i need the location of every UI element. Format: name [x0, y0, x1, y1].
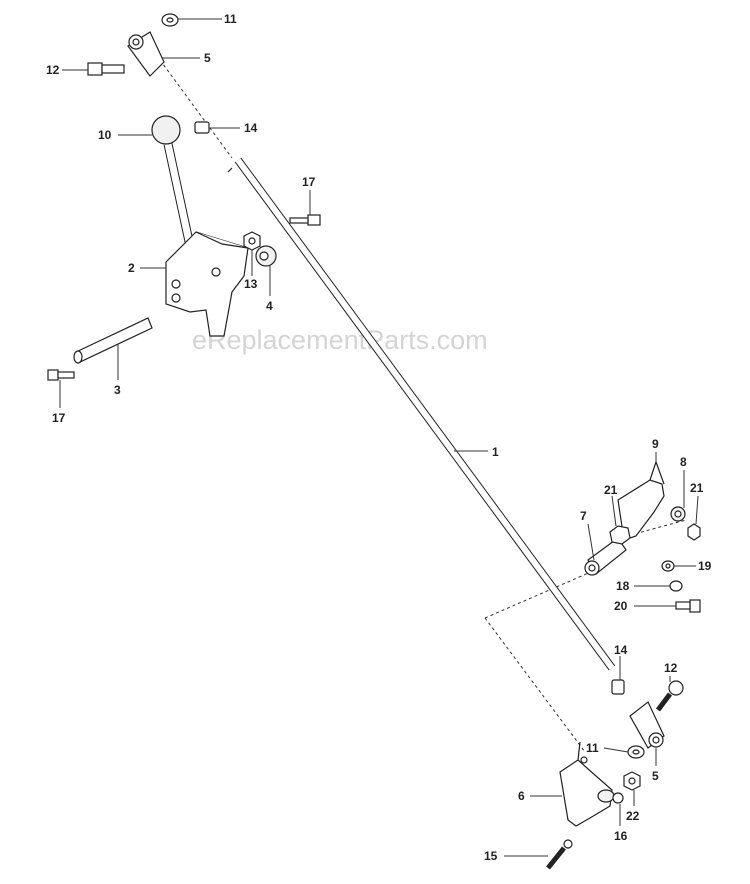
- part-2-lever-bracket: [165, 231, 249, 337]
- svg-text:16: 16: [614, 829, 628, 843]
- part-13-nut: [243, 231, 261, 251]
- part-11-washer-top: [161, 13, 179, 27]
- part-21-nut-left: [609, 525, 631, 545]
- assembly-line-bottom-vertical: [484, 617, 586, 753]
- svg-text:8: 8: [680, 455, 687, 469]
- callout-12-top: 12: [46, 63, 88, 77]
- callout-17-left: 17: [52, 380, 66, 425]
- part-1-rod: [227, 157, 616, 671]
- callout-5-top: 5: [162, 51, 211, 65]
- callout-10: 10: [98, 128, 152, 142]
- svg-text:20: 20: [614, 599, 628, 613]
- svg-text:9: 9: [652, 437, 659, 451]
- svg-text:12: 12: [46, 63, 60, 77]
- svg-text:1: 1: [492, 445, 499, 459]
- callout-5-bottom: 5: [652, 748, 659, 783]
- callout-16: 16: [614, 804, 628, 843]
- part-4-bushing: [255, 245, 277, 267]
- part-18-lock-washer: [669, 580, 683, 592]
- svg-text:22: 22: [626, 809, 640, 823]
- svg-text:21: 21: [690, 481, 704, 495]
- callout-7: 7: [580, 509, 595, 561]
- svg-text:18: 18: [616, 579, 630, 593]
- callout-11-top: 11: [178, 12, 237, 26]
- svg-text:19: 19: [698, 559, 712, 573]
- svg-text:4: 4: [266, 299, 273, 313]
- part-22-nut: [623, 771, 641, 791]
- callout-15: 15: [484, 849, 548, 863]
- callout-18: 18: [616, 579, 670, 593]
- svg-text:21: 21: [604, 483, 618, 497]
- part-15-bolt: [546, 839, 573, 870]
- svg-text:11: 11: [586, 741, 599, 755]
- callout-11-bottom: 11: [586, 741, 629, 755]
- callout-21-right: 21: [690, 481, 704, 525]
- svg-text:6: 6: [518, 789, 525, 803]
- watermark-text: eReplacementParts.com: [192, 325, 488, 355]
- svg-text:13: 13: [244, 277, 258, 291]
- part-11-washer-bottom: [627, 745, 645, 759]
- part-20-bolt: [675, 599, 701, 613]
- part-3-tube: [73, 317, 153, 364]
- part-12-bolt-top: [87, 62, 125, 76]
- part-16-lock-nut: [612, 792, 624, 804]
- svg-text:11: 11: [224, 12, 237, 26]
- svg-text:17: 17: [302, 175, 316, 189]
- part-10-lever-knob: [151, 115, 195, 247]
- callout-9: 9: [652, 437, 659, 462]
- svg-text:7: 7: [580, 509, 587, 523]
- assembly-line-bottom: [484, 567, 601, 619]
- callout-13: 13: [244, 250, 258, 291]
- part-5-rod-end-bottom: [629, 701, 665, 749]
- part-17-bolt-top: [289, 214, 321, 226]
- part-21-nut-right: [687, 523, 701, 541]
- callout-8: 8: [680, 455, 687, 508]
- svg-text:14: 14: [614, 643, 628, 657]
- svg-text:5: 5: [652, 769, 659, 783]
- callout-6: 6: [518, 789, 562, 803]
- assembly-line-top: [159, 59, 233, 159]
- part-7-rod-end: [584, 537, 627, 576]
- svg-text:2: 2: [128, 261, 135, 275]
- callout-21-left: 21: [604, 483, 618, 527]
- callout-17-top: 17: [302, 175, 316, 215]
- part-14-spacer-top: [194, 121, 210, 134]
- callout-12-bottom: 12: [664, 661, 678, 682]
- callout-1: 1: [454, 445, 499, 459]
- svg-text:10: 10: [98, 128, 112, 142]
- part-6-lower-bracket: [559, 741, 615, 827]
- svg-text:5: 5: [204, 51, 211, 65]
- callout-2: 2: [128, 261, 166, 275]
- part-19-washer: [661, 560, 675, 572]
- part-12-bolt-bottom: [656, 680, 684, 712]
- callout-22: 22: [626, 790, 640, 823]
- svg-text:3: 3: [114, 383, 121, 397]
- part-14-spacer-bottom: [611, 679, 625, 695]
- part-5-rod-end-top: [127, 31, 165, 77]
- svg-text:17: 17: [52, 411, 66, 425]
- svg-text:15: 15: [484, 849, 498, 863]
- callout-19: 19: [674, 559, 712, 573]
- callout-20: 20: [614, 599, 676, 613]
- part-17-bolt-left: [47, 369, 75, 381]
- svg-text:14: 14: [244, 121, 258, 135]
- callout-14-top: 14: [209, 121, 258, 135]
- callout-3: 3: [114, 344, 121, 397]
- callout-4: 4: [266, 266, 273, 313]
- callout-14-bottom: 14: [614, 643, 628, 680]
- svg-text:12: 12: [664, 661, 678, 675]
- part-8-bushing: [670, 506, 686, 522]
